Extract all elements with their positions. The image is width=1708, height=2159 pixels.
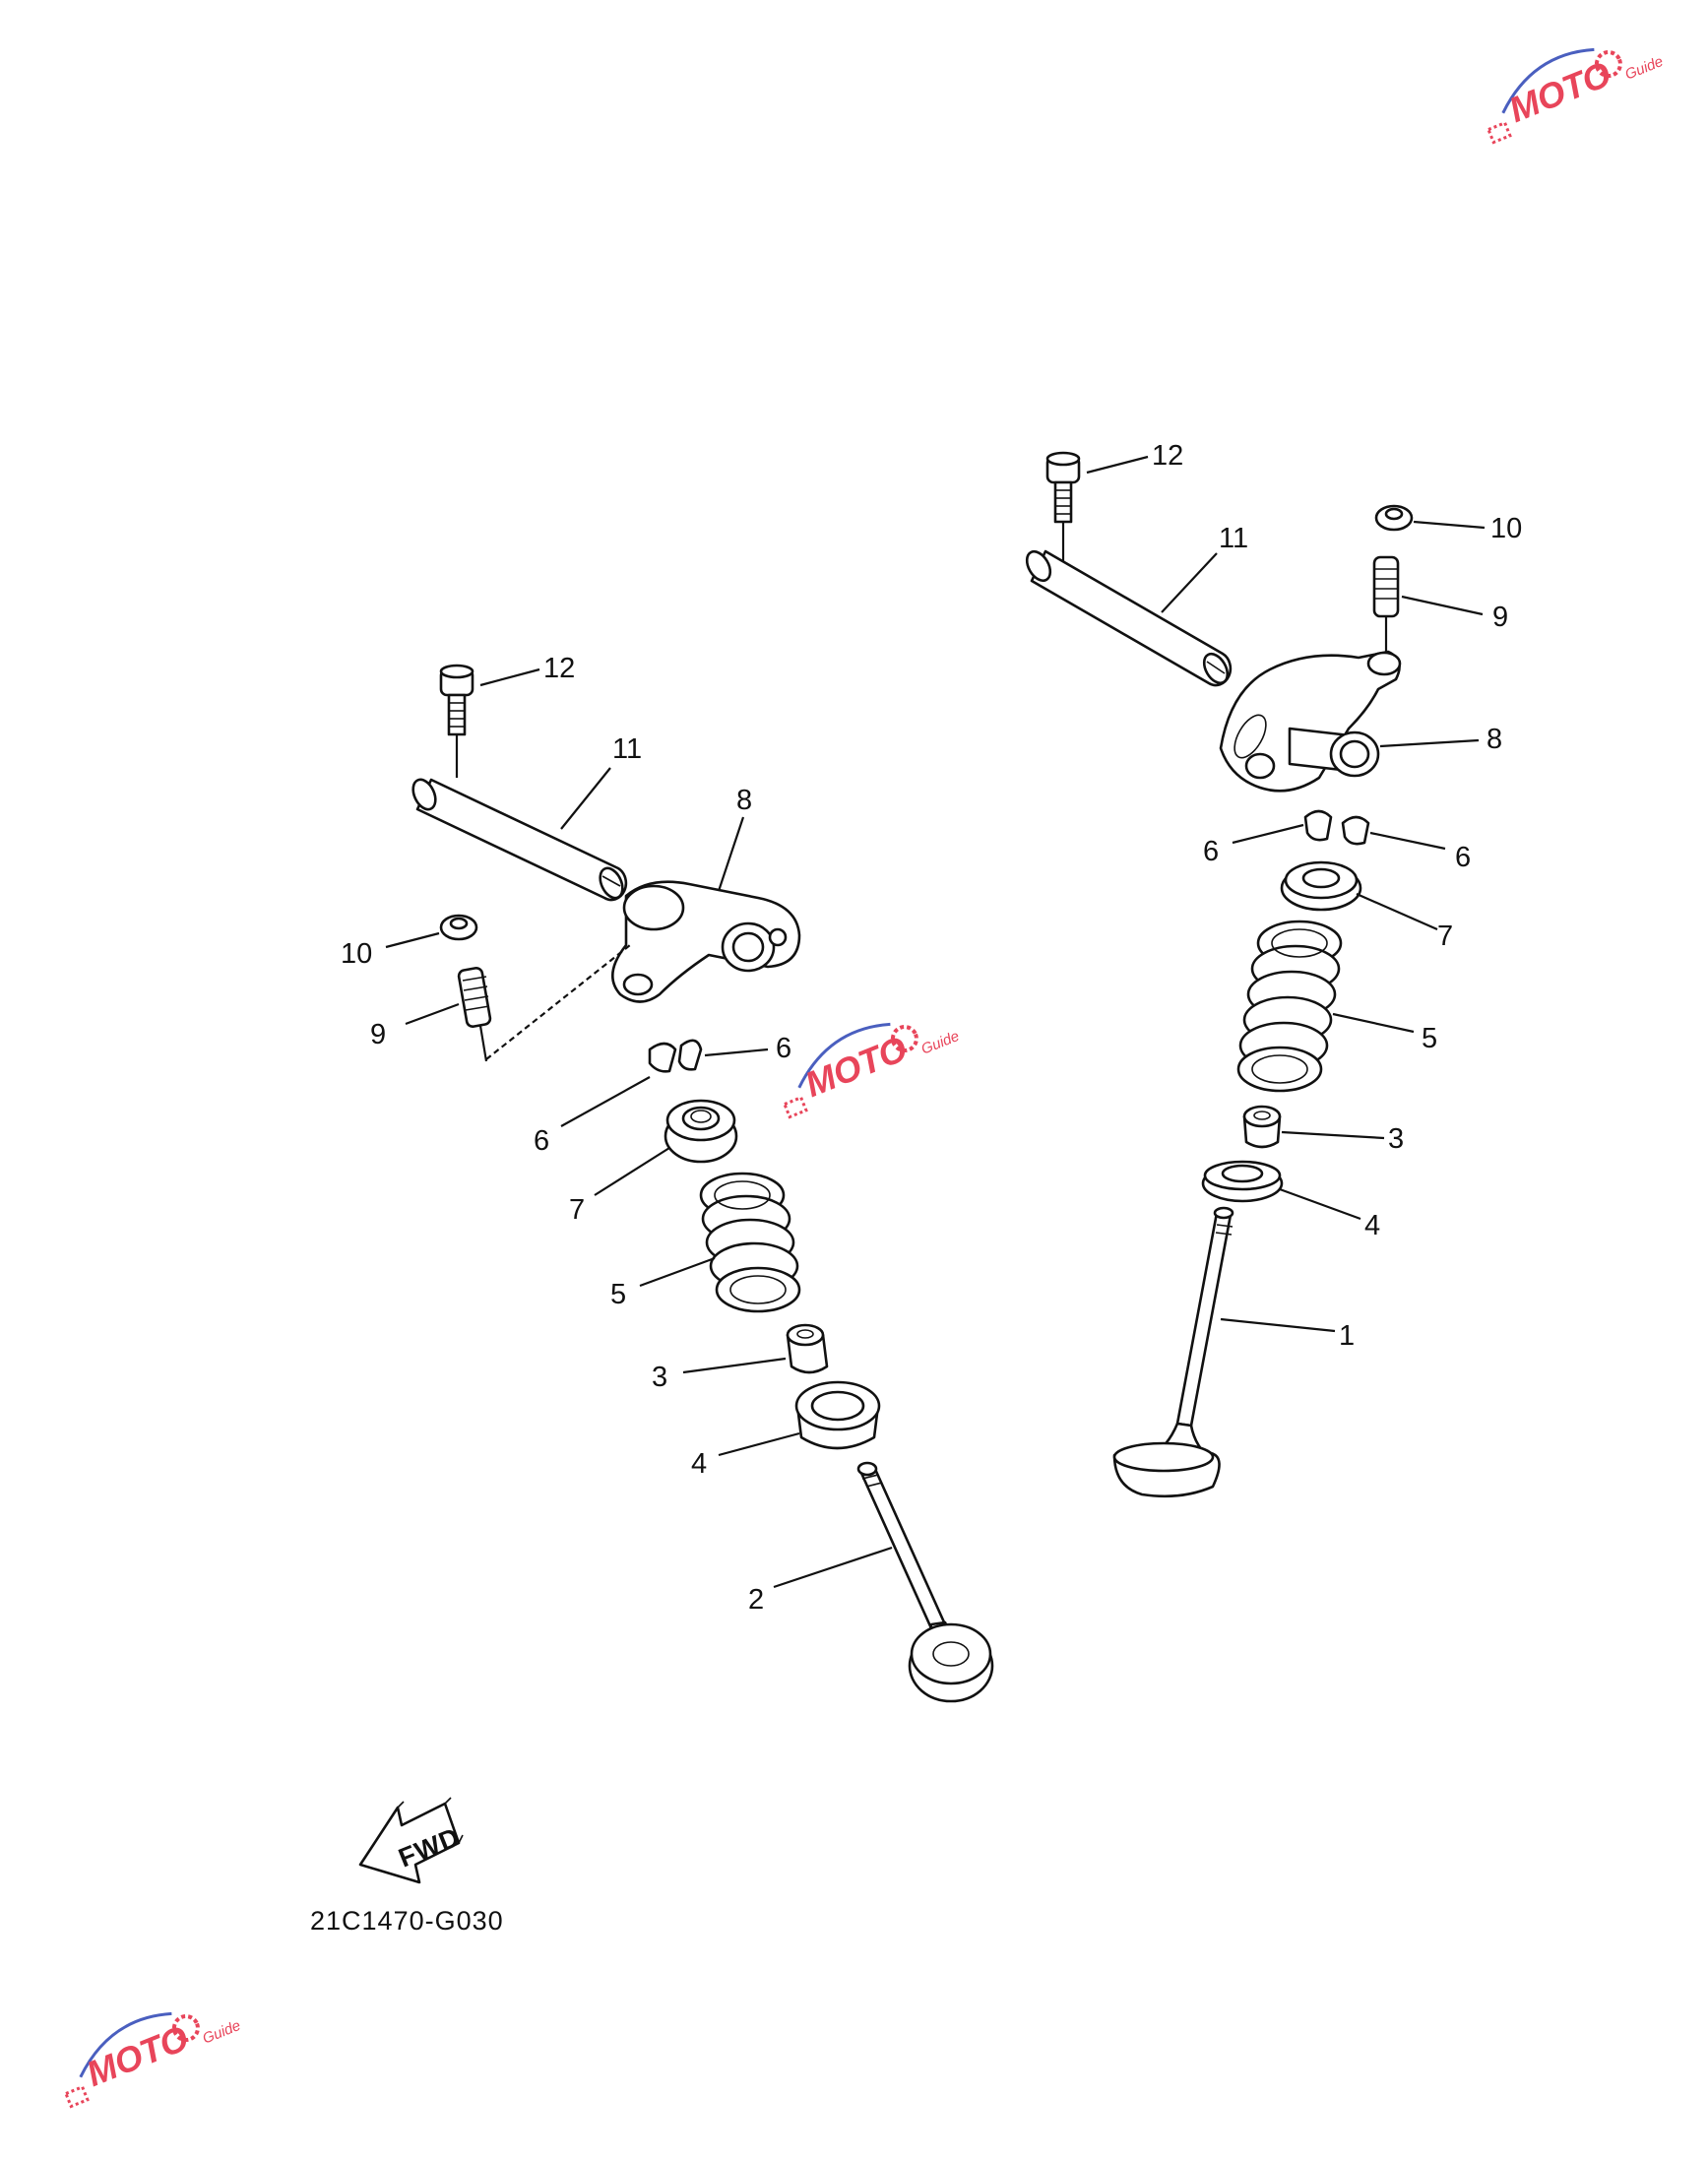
right-label-7: 7: [1437, 921, 1453, 952]
left-adjuster-9: [457, 944, 631, 1062]
svg-text:MOTO: MOTO: [799, 1028, 913, 1105]
right-shaft-11: [1025, 549, 1233, 687]
right-label-1: 1: [1339, 1320, 1355, 1352]
right-label-6b: 6: [1455, 842, 1471, 873]
left-seat-4: [794, 1380, 881, 1450]
left-assembly: 12 11 8 10: [341, 653, 994, 1703]
right-label-5: 5: [1422, 1023, 1437, 1054]
left-rocker-arm-8: [611, 880, 801, 1003]
right-rocker-arm-8: [1219, 650, 1402, 793]
left-label-7: 7: [569, 1194, 585, 1226]
right-label-9: 9: [1492, 602, 1508, 633]
left-label-4: 4: [691, 1448, 707, 1480]
left-label-6a: 6: [534, 1125, 549, 1157]
right-cotters-6: [1303, 809, 1370, 846]
left-nut-10: [439, 914, 478, 941]
left-label-8: 8: [736, 785, 752, 816]
right-label-6a: 6: [1203, 836, 1219, 867]
left-label-10: 10: [341, 938, 372, 970]
left-label-12: 12: [543, 653, 575, 684]
right-assembly: 12 11 10 9: [1025, 440, 1522, 1498]
fwd-arrow: FWD: [358, 1797, 465, 1884]
svg-text:MOTO: MOTO: [81, 2017, 194, 2094]
right-label-11: 11: [1219, 523, 1248, 554]
watermark-center: MOTO Guide: [783, 1022, 962, 1119]
watermark-bottom-left: MOTO Guide: [64, 2011, 243, 2109]
left-label-11: 11: [612, 733, 642, 765]
svg-text:MOTO: MOTO: [1503, 53, 1616, 130]
left-label-9: 9: [370, 1019, 386, 1050]
svg-text:Guide: Guide: [200, 2017, 242, 2048]
left-label-6b: 6: [776, 1033, 791, 1064]
right-seat-4: [1201, 1160, 1284, 1203]
right-label-12: 12: [1152, 440, 1183, 472]
left-label-5: 5: [610, 1279, 626, 1310]
right-label-10: 10: [1490, 513, 1522, 544]
left-shaft-11: [411, 778, 628, 902]
left-seal-3: [786, 1323, 829, 1374]
left-label-3: 3: [652, 1362, 667, 1393]
right-label-3: 3: [1388, 1123, 1404, 1155]
svg-text:Guide: Guide: [1622, 53, 1665, 84]
svg-text:Guide: Guide: [918, 1028, 961, 1058]
left-spring-5: [699, 1172, 801, 1313]
right-label-4: 4: [1364, 1210, 1380, 1241]
right-nut-10: [1374, 504, 1414, 532]
right-adjuster-9: [1372, 555, 1400, 652]
right-valve-1: [1112, 1206, 1234, 1498]
right-seal-3: [1242, 1105, 1282, 1149]
left-bolt-12: [439, 664, 474, 778]
left-retainer-7: [664, 1099, 738, 1164]
watermark-top-right: MOTO Guide: [1487, 47, 1666, 145]
left-cotters-6: [648, 1039, 703, 1073]
left-label-2: 2: [748, 1584, 764, 1616]
right-label-8: 8: [1487, 724, 1502, 755]
right-retainer-7: [1280, 860, 1362, 912]
right-bolt-12: [1045, 451, 1081, 563]
drawing-code: 21C1470-G030: [310, 1906, 504, 1936]
right-spring-5: [1236, 920, 1343, 1093]
left-valve-2: [856, 1461, 994, 1703]
